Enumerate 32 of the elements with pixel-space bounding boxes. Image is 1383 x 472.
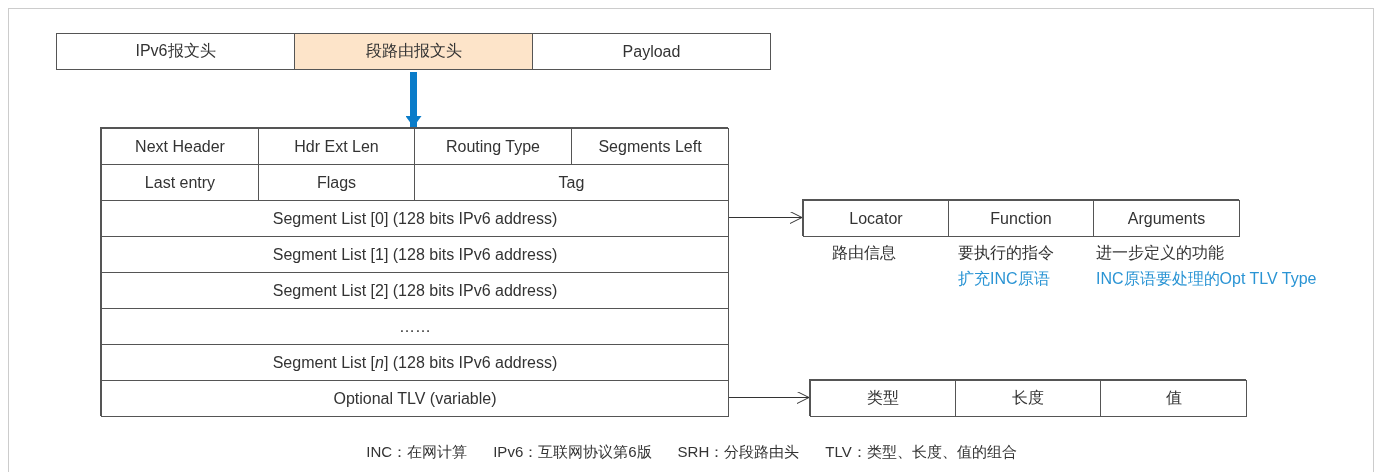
- field-cell: ……: [101, 308, 729, 345]
- field-cell: Payload: [532, 33, 771, 70]
- field-cell: Next Header: [101, 128, 259, 165]
- field-table: [809, 379, 1246, 416]
- field-cell: Segment List [1] (128 bits IPv6 address): [101, 236, 729, 273]
- description-text: 路由信息: [832, 243, 896, 263]
- arrow: [727, 391, 810, 404]
- field-cell: Segments Left: [571, 128, 729, 165]
- description-text: 进一步定义的功能: [1096, 243, 1224, 263]
- field-table: [100, 127, 728, 416]
- field-cell: Optional TLV (variable): [101, 380, 729, 417]
- field-cell: Segment List [0] (128 bits IPv6 address): [101, 200, 729, 237]
- footnote-text: TLV：类型、长度、值的组合: [825, 443, 1017, 462]
- field-cell: Locator: [803, 200, 949, 237]
- field-cell: Function: [948, 200, 1094, 237]
- field-cell: Arguments: [1093, 200, 1240, 237]
- field-cell: Segment List [n] (128 bits IPv6 address): [101, 344, 729, 381]
- description-text: INC原语要处理的Opt TLV Type: [1096, 269, 1317, 289]
- arrow: [405, 72, 422, 127]
- field-cell: 长度: [955, 380, 1101, 417]
- description-text: 要执行的指令: [958, 243, 1054, 263]
- description-text: 扩充INC原语: [958, 269, 1050, 289]
- footnote-text: SRH：分段路由头: [677, 443, 800, 462]
- footnote-text: INC：在网计算: [366, 443, 468, 462]
- field-cell: 值: [1100, 380, 1247, 417]
- arrow: [727, 211, 803, 224]
- field-table: [802, 199, 1239, 236]
- field-cell: 段路由报文头: [294, 33, 533, 70]
- field-cell: IPv6报文头: [56, 33, 295, 70]
- field-cell: Segment List [2] (128 bits IPv6 address): [101, 272, 729, 309]
- field-cell: 类型: [810, 380, 956, 417]
- footnote-text: IPv6：互联网协议第6版: [493, 443, 652, 462]
